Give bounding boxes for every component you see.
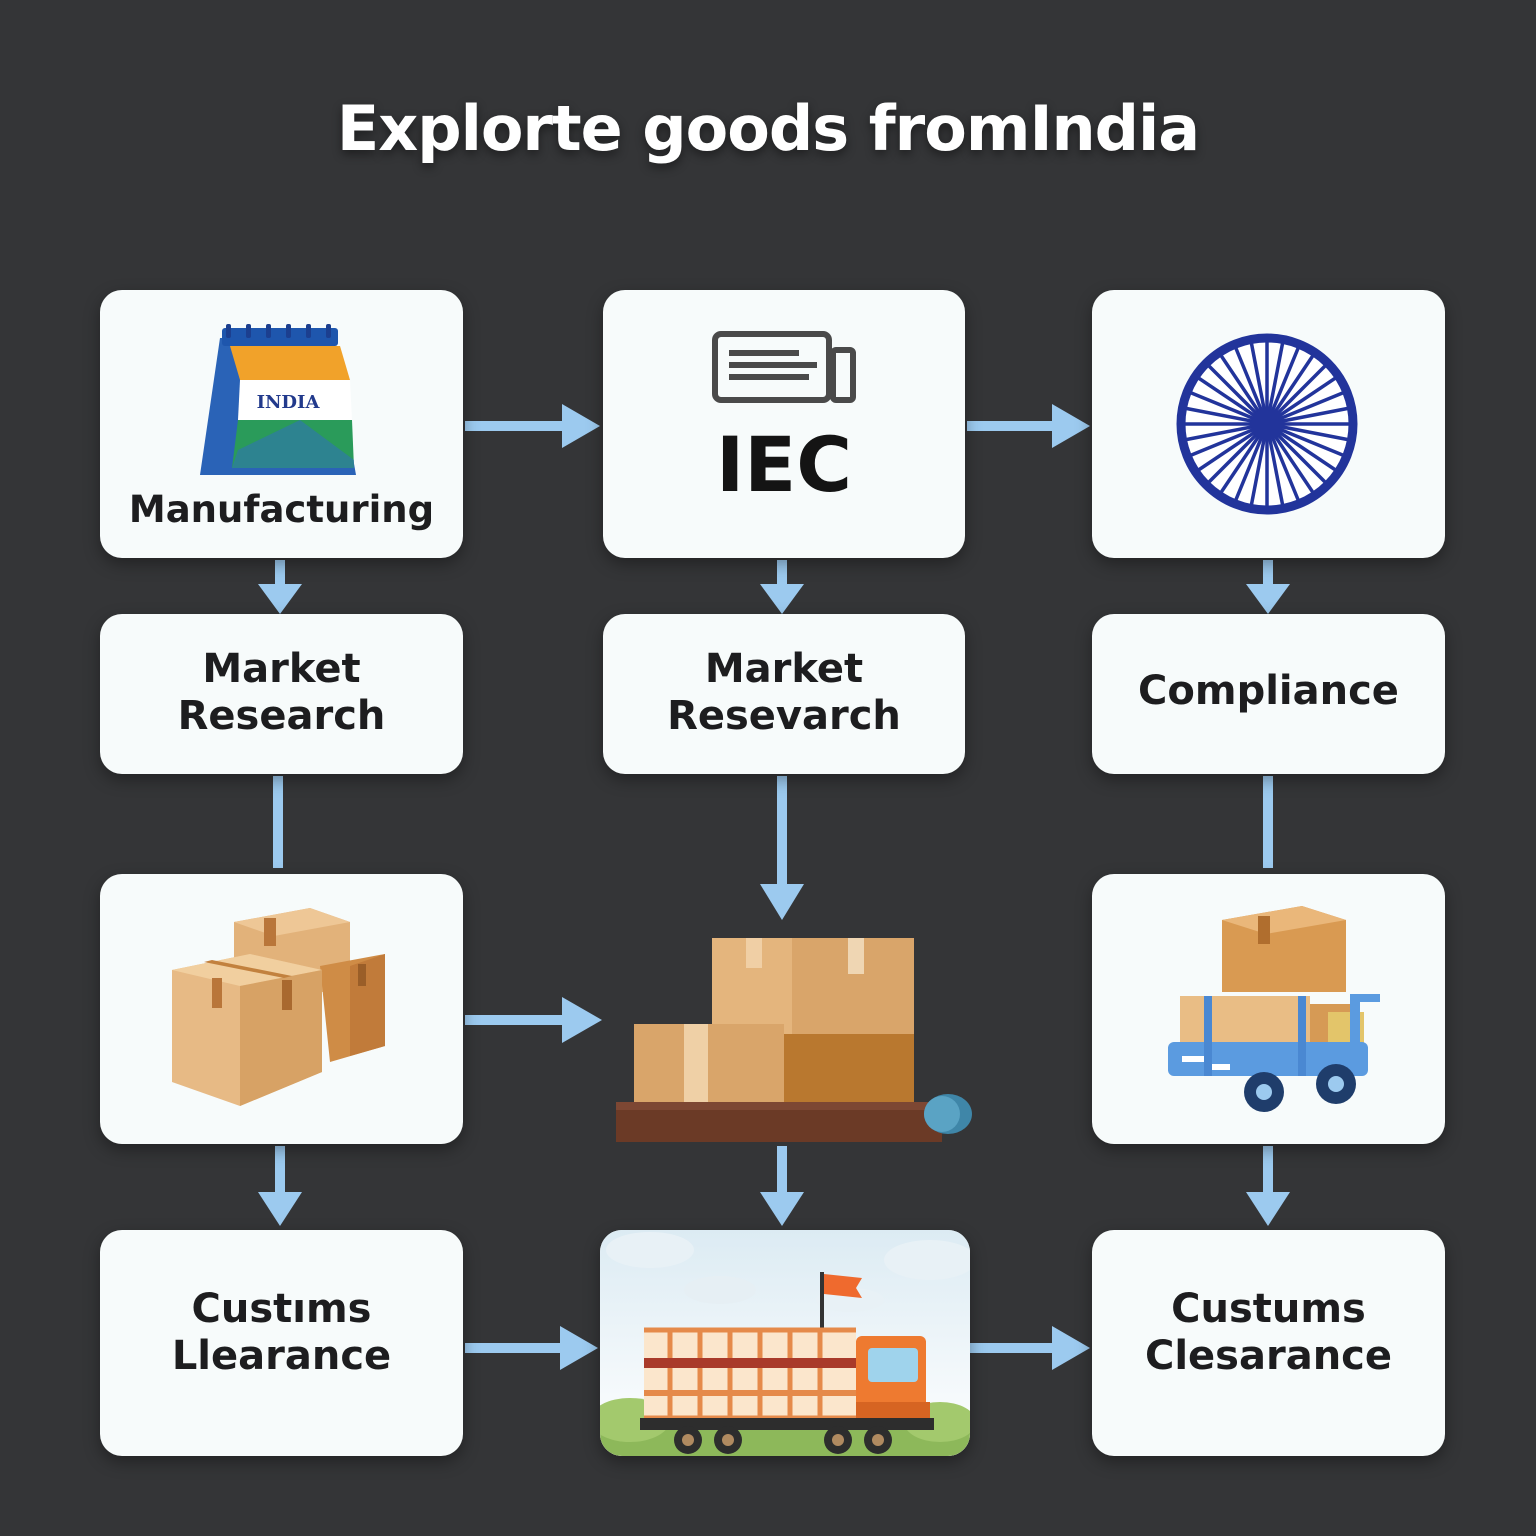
market-research-label-1: Market Research	[100, 646, 463, 740]
boxes-icon	[172, 908, 385, 1106]
manufacturing-label: Manufacturing	[128, 488, 435, 531]
boxes-card	[100, 874, 463, 1144]
manufacturing-card: INDIA Manufacturing	[100, 290, 463, 558]
emblem-card	[1092, 290, 1445, 558]
iec-label: IEC	[716, 420, 852, 509]
customs-2-line-2: Clesarance	[1144, 1333, 1393, 1380]
customs-1-line-1: Custıms	[191, 1286, 372, 1332]
iec-card: IEC	[603, 290, 965, 558]
market-research-line-1: Market	[202, 646, 361, 692]
compliance-card: Compliance	[1092, 614, 1445, 774]
market-research-label-2: Market Resevarch	[603, 646, 965, 740]
truck-icon	[600, 1230, 970, 1456]
pallet-boxes-icon	[612, 934, 974, 1146]
customs-clearance-label-1: Custıms Llearance	[100, 1286, 463, 1380]
page-title: Explorte goods fromIndia	[336, 92, 1200, 165]
customs-clearance-card-2: Custums Clesarance	[1092, 1230, 1445, 1456]
market-research-card-2: Market Resevarch	[603, 614, 965, 774]
customs-1-line-2: Llearance	[171, 1333, 392, 1380]
compliance-label: Compliance	[1138, 668, 1399, 714]
market-research-2-line-2: Resevarch	[667, 693, 901, 740]
customs-clearance-card-1: Custıms Llearance	[100, 1230, 463, 1456]
pallet-boxes-illustration	[616, 938, 972, 1142]
customs-2-line-1: Custums	[1171, 1286, 1366, 1332]
truck-card	[600, 1230, 970, 1456]
market-research-line-2: Research	[177, 693, 386, 740]
document-icon	[712, 331, 856, 403]
cart-card	[1092, 874, 1445, 1144]
ashoka-chakra-icon	[1176, 333, 1358, 515]
india-calendar-icon: INDIA	[200, 324, 356, 475]
calendar-india-text: INDIA	[257, 392, 321, 413]
cart-boxes-icon	[1168, 906, 1380, 1112]
market-research-2-line-1: Market	[704, 646, 864, 692]
market-research-card-1: Market Research	[100, 614, 463, 774]
customs-clearance-label-2: Custums Clesarance	[1092, 1286, 1445, 1380]
